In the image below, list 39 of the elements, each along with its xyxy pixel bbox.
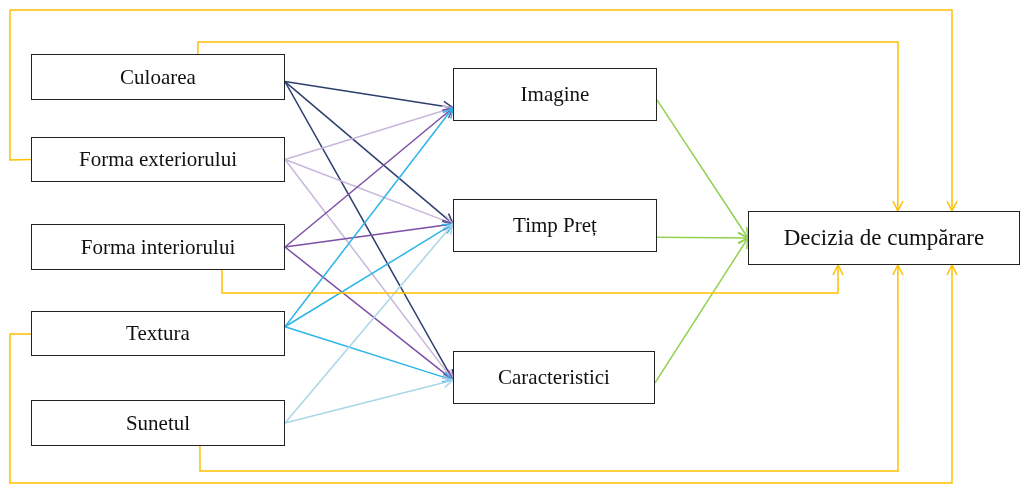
arrow bbox=[284, 107, 454, 328]
arrow bbox=[284, 246, 454, 381]
arrow bbox=[199, 264, 904, 472]
factor-box bbox=[453, 351, 655, 404]
arrow bbox=[654, 237, 749, 384]
arrow bbox=[656, 232, 749, 244]
arrow bbox=[284, 158, 454, 381]
arrow bbox=[284, 80, 454, 225]
factor-box bbox=[31, 137, 285, 182]
arrow bbox=[284, 158, 454, 226]
arrow bbox=[284, 80, 454, 112]
arrow bbox=[284, 105, 454, 161]
arrow bbox=[656, 99, 749, 239]
box-label: Textura bbox=[126, 321, 190, 346]
arrow bbox=[284, 223, 454, 328]
factor-box bbox=[453, 199, 657, 252]
arrow bbox=[9, 9, 958, 212]
arrow bbox=[284, 223, 454, 424]
factor-box bbox=[31, 311, 285, 356]
box-label: Timp Preț bbox=[513, 213, 597, 238]
factor-box bbox=[31, 400, 285, 446]
arrow bbox=[9, 264, 958, 484]
arrow bbox=[221, 264, 844, 294]
box-label: Caracteristici bbox=[498, 365, 610, 390]
box-label: Sunetul bbox=[125, 410, 191, 436]
arrow bbox=[284, 219, 454, 248]
box-label: Imagine bbox=[520, 82, 590, 107]
box-label: Forma exteriorului bbox=[78, 147, 237, 172]
factor-box bbox=[31, 54, 285, 100]
arrow bbox=[284, 377, 454, 424]
factor-box bbox=[748, 211, 1020, 265]
arrow bbox=[197, 41, 904, 212]
box-label: Decizia de cumpărare bbox=[783, 225, 985, 251]
factor-box bbox=[453, 68, 657, 121]
arrow bbox=[284, 107, 454, 248]
box-label: Culoarea bbox=[120, 64, 196, 90]
box-label: Forma interiorului bbox=[80, 234, 236, 260]
factor-box bbox=[31, 224, 285, 270]
arrow bbox=[284, 326, 454, 383]
